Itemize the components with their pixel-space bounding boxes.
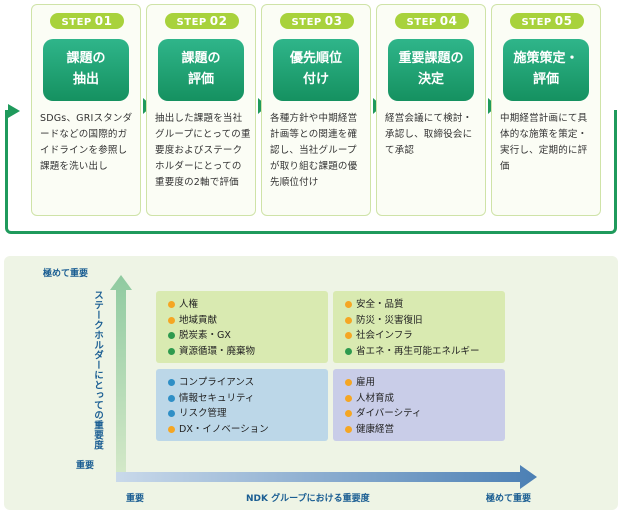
matrix-item-label: 社会インフラ — [356, 330, 413, 341]
matrix-item: リスク管理 — [168, 406, 328, 422]
step-title: 施策策定・ 評価 — [503, 39, 589, 101]
step-label-text: STEP — [406, 17, 437, 28]
matrix-item-label: 雇用 — [356, 377, 376, 388]
step-label-text: STEP — [176, 17, 207, 28]
process-loop-line — [5, 110, 617, 234]
bullet-dot-icon — [168, 425, 175, 433]
quadrant-bottom-left: コンプライアンス情報セキュリティリスク管理 DX・イノベーション — [156, 369, 328, 441]
bullet-dot-icon — [345, 347, 352, 355]
step-number: 05 — [554, 14, 573, 28]
matrix-item-label: 資源循環・廃棄物 — [179, 345, 256, 357]
step-description: 各種方針や中期経営計画等との関連を確認し、当社グループが取り組む課題の優先順位付… — [270, 113, 358, 188]
matrix-item: 防災・災害復旧 — [345, 313, 505, 329]
step-description: 抽出した課題を当社グループにとっての重要度およびステークホルダーにとっての重要度… — [155, 113, 251, 188]
matrix-item: 人材育成 — [345, 391, 505, 407]
matrix-item: 資源循環・廃棄物 — [168, 344, 328, 360]
matrix-item: コンプライアンス — [168, 375, 328, 391]
bullet-dot-icon — [168, 332, 175, 340]
y-axis-high-label: 極めて重要 — [43, 269, 89, 279]
step-label-text: STEP — [291, 17, 322, 28]
bullet-dot-icon — [345, 394, 352, 402]
bullet-dot-icon — [168, 347, 175, 355]
bullet-dot-icon — [168, 410, 175, 418]
step-title: 優先順位 付け — [273, 39, 359, 101]
y-axis-title: ステークホルダーにとっての重要度 — [92, 290, 103, 450]
step-description: 経営会議にて検討・承認し、取締役会にて承認 — [385, 113, 473, 156]
matrix-item: 安全・品質 — [345, 297, 505, 313]
matrix-item: 社会インフラ — [345, 328, 505, 344]
step-title: 課題の 評価 — [158, 39, 244, 101]
matrix-item: 情報セキュリティ — [168, 391, 328, 407]
matrix-item-label: 安全・品質 — [356, 299, 404, 310]
matrix-item: ダイバーシティ — [345, 406, 505, 422]
x-axis-low-label: 重要 — [126, 494, 145, 504]
matrix-item: 省エネ・再生可能エネルギー — [345, 344, 505, 360]
step-number: 01 — [94, 14, 113, 28]
x-axis-high-label: 極めて重要 — [486, 494, 532, 504]
bullet-dot-icon — [345, 379, 352, 387]
matrix-item-label: コンプライアンス — [179, 377, 255, 388]
matrix-item-label: 情報セキュリティ — [179, 392, 255, 404]
bullet-dot-icon — [345, 332, 352, 340]
matrix-item-label: 脱炭素・GX — [179, 330, 231, 341]
y-axis-arrow — [110, 275, 132, 478]
bullet-dot-icon — [345, 301, 352, 309]
matrix-item: 脱炭素・GX — [168, 328, 328, 344]
quadrant-top-left: 人権地域貢献脱炭素・GX 資源循環・廃棄物 — [156, 291, 328, 363]
matrix-item-label: 人材育成 — [356, 392, 395, 404]
matrix-item: 地域貢献 — [168, 313, 328, 329]
bullet-dot-icon — [168, 379, 175, 387]
matrix-item: 雇用 — [345, 375, 505, 391]
quadrant-bottom-right: 雇用人材育成ダイバーシティ健康経営 — [333, 369, 505, 441]
matrix-item-label: リスク管理 — [179, 408, 227, 419]
matrix-item: DX・イノベーション — [168, 422, 328, 438]
step-description: SDGs、GRIスタンダードなどの国際的ガイドラインを参照し課題を洗い出し — [40, 113, 133, 172]
step-label-text: STEP — [521, 17, 552, 28]
step-description: 中期経営計画にて具体的な施策を策定・実行し、定期的に評価 — [500, 113, 588, 172]
step-number: 03 — [324, 14, 343, 28]
matrix-item-label: ダイバーシティ — [356, 408, 422, 419]
step-number: 04 — [439, 14, 458, 28]
loop-arrow-icon — [8, 104, 20, 118]
step-number: 02 — [209, 14, 228, 28]
matrix-item-label: 人権 — [179, 299, 199, 310]
matrix-item: 健康経営 — [345, 422, 505, 438]
x-axis-arrow — [116, 465, 537, 489]
bullet-dot-icon — [345, 410, 352, 418]
matrix-item-label: 健康経営 — [356, 423, 395, 435]
matrix-item-label: 地域貢献 — [179, 314, 218, 326]
bullet-dot-icon — [168, 316, 175, 324]
quadrant-top-right: 安全・品質防災・災害復旧社会インフラ省エネ・再生可能エネルギー — [333, 291, 505, 363]
x-axis-title: NDK グループにおける重要度 — [246, 494, 370, 504]
matrix-item-label: DX・イノベーション — [179, 423, 269, 435]
step-title: 課題の 抽出 — [43, 39, 129, 101]
bullet-dot-icon — [345, 425, 352, 433]
matrix-item-label: 省エネ・再生可能エネルギー — [356, 345, 480, 357]
matrix-item: 人権 — [168, 297, 328, 313]
bullet-dot-icon — [168, 394, 175, 402]
y-axis-low-label: 重要 — [76, 461, 95, 471]
matrix-item-label: 防災・災害復旧 — [356, 314, 423, 326]
bullet-dot-icon — [345, 316, 352, 324]
step-title: 重要課題の 決定 — [388, 39, 474, 101]
step-label-text: STEP — [61, 17, 92, 28]
bullet-dot-icon — [168, 301, 175, 309]
